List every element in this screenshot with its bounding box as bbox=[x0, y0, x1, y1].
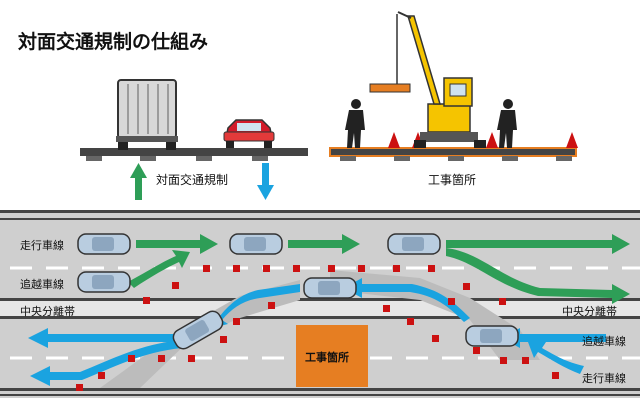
arrow-down-blue bbox=[257, 163, 274, 200]
lane-label-travel-left: 走行車線 bbox=[20, 239, 64, 252]
car-top-7 bbox=[465, 325, 519, 347]
car-top-3 bbox=[229, 233, 283, 255]
car-top-4 bbox=[387, 233, 441, 255]
arrow-up-green bbox=[130, 163, 147, 200]
truck-icon bbox=[116, 79, 178, 150]
lane-label-travel-right: 走行車線 bbox=[582, 372, 626, 385]
road-deck-right bbox=[329, 147, 577, 161]
car-top-6 bbox=[172, 310, 224, 350]
car-icon bbox=[223, 119, 275, 148]
blue-traffic-arrows bbox=[28, 278, 606, 386]
car-top-1 bbox=[77, 233, 131, 255]
work-zone-box bbox=[296, 325, 368, 387]
cone-markers bbox=[76, 265, 559, 391]
cross-section-right-label: 工事箇所 bbox=[428, 173, 477, 187]
median-label-left: 中央分離帯 bbox=[20, 305, 75, 318]
median-label-right: 中央分離帯 bbox=[562, 305, 617, 318]
car-top-2 bbox=[77, 271, 131, 293]
crane-icon bbox=[369, 11, 486, 148]
green-traffic-arrows bbox=[128, 234, 630, 304]
work-zone-label: 工事箇所 bbox=[305, 351, 349, 364]
cross-section-left-label: 対面交通規制 bbox=[156, 173, 229, 187]
car-top-5 bbox=[303, 277, 357, 299]
worker-icon-right bbox=[497, 99, 517, 148]
lane-label-passing-right: 追越車線 bbox=[582, 335, 626, 348]
worker-icon-left bbox=[345, 99, 365, 148]
lane-label-passing-left: 追越車線 bbox=[20, 278, 64, 291]
cross-section-illustration bbox=[80, 11, 578, 200]
page-title: 対面交通規制の仕組み bbox=[18, 31, 209, 53]
road-deck-left bbox=[80, 148, 308, 161]
